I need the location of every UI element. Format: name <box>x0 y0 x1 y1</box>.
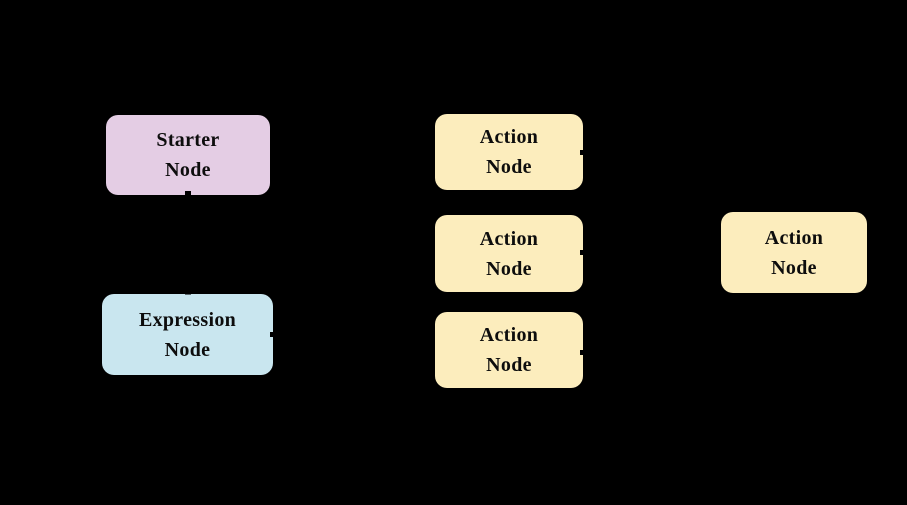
node-action-right-label: Action Node <box>764 226 824 279</box>
node-starter: Starter Node <box>106 115 270 195</box>
connector-arrowhead-action-1-right <box>580 150 584 155</box>
node-action-3: Action Node <box>435 312 583 388</box>
node-action-2: Action Node <box>435 215 583 292</box>
connector-arrowhead-starter-bottom <box>185 191 191 195</box>
connector-arrowhead-expression-right <box>270 332 274 337</box>
connector-arrowhead-expression-top <box>185 293 191 295</box>
node-action-1-label: Action Node <box>479 126 539 178</box>
node-expression-label: Expression Node <box>138 308 237 361</box>
connector-arrowhead-action-2-right <box>580 250 584 255</box>
node-starter-label: Starter Node <box>156 129 220 181</box>
node-action-right: Action Node <box>721 212 867 293</box>
node-action-2-label: Action Node <box>479 227 539 280</box>
node-expression: Expression Node <box>102 294 273 375</box>
node-action-3-label: Action Node <box>479 324 539 376</box>
node-action-1: Action Node <box>435 114 583 190</box>
connector-arrowhead-action-3-right <box>580 350 584 355</box>
